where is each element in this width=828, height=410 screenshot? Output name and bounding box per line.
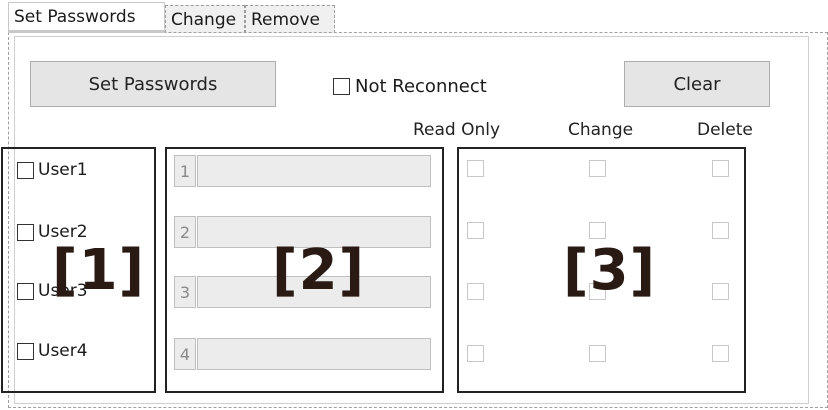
tab-remove[interactable]: Remove <box>245 5 335 33</box>
permission-group-outline <box>457 147 746 393</box>
user4-change-checkbox[interactable] <box>589 345 606 362</box>
password-number-label: 2 <box>174 216 196 248</box>
annotation-marker-2: [2] <box>272 238 366 303</box>
user4-read-only-checkbox[interactable] <box>467 345 484 362</box>
checkbox-icon[interactable] <box>17 223 34 241</box>
user4-checkbox[interactable]: User4 <box>17 340 88 362</box>
user2-change-checkbox[interactable] <box>589 222 606 239</box>
checkbox-icon[interactable] <box>17 342 34 360</box>
user3-checkbox[interactable]: User3 <box>17 280 88 302</box>
user-label: User1 <box>38 160 88 180</box>
annotation-marker-3: [3] <box>563 238 657 303</box>
user-label: User3 <box>38 281 88 301</box>
column-header-delete: Delete <box>697 120 753 140</box>
user2-delete-checkbox[interactable] <box>712 222 729 239</box>
column-header-change: Change <box>568 120 634 140</box>
user4-delete-checkbox[interactable] <box>712 345 729 362</box>
user-group-outline <box>1 147 156 393</box>
user2-read-only-checkbox[interactable] <box>467 222 484 239</box>
password-field-3[interactable] <box>197 276 431 308</box>
panel-border <box>14 36 809 404</box>
user1-read-only-checkbox[interactable] <box>467 160 484 177</box>
set-passwords-button[interactable]: Set Passwords <box>30 61 276 107</box>
password-field-2[interactable] <box>197 216 431 248</box>
annotation-marker-1: [1] <box>52 238 146 303</box>
user1-delete-checkbox[interactable] <box>712 160 729 177</box>
password-field-1[interactable] <box>197 155 431 187</box>
user2-checkbox[interactable]: User2 <box>17 221 88 243</box>
checkbox-icon[interactable] <box>333 77 350 95</box>
password-number-label: 3 <box>174 276 196 308</box>
user3-read-only-checkbox[interactable] <box>467 283 484 300</box>
tab-bar: Set Passwords Change Remove <box>8 2 335 33</box>
tab-set-passwords[interactable]: Set Passwords <box>8 2 165 33</box>
clear-button[interactable]: Clear <box>624 61 770 107</box>
user3-change-checkbox[interactable] <box>589 283 606 300</box>
tab-change[interactable]: Change <box>165 5 245 33</box>
password-group-outline <box>165 147 444 393</box>
password-number-label: 1 <box>174 155 196 187</box>
password-field-4[interactable] <box>197 338 431 370</box>
password-number-label: 4 <box>174 338 196 370</box>
checkbox-icon[interactable] <box>17 282 34 300</box>
user1-checkbox[interactable]: User1 <box>17 159 88 181</box>
checkbox-icon[interactable] <box>17 161 34 179</box>
user-label: User2 <box>38 222 88 242</box>
not-reconnect-checkbox[interactable]: Not Reconnect <box>333 75 487 97</box>
user3-delete-checkbox[interactable] <box>712 283 729 300</box>
user1-change-checkbox[interactable] <box>589 160 606 177</box>
column-header-read-only: Read Only <box>413 120 501 140</box>
user-label: User4 <box>38 341 88 361</box>
not-reconnect-label: Not Reconnect <box>355 75 487 97</box>
